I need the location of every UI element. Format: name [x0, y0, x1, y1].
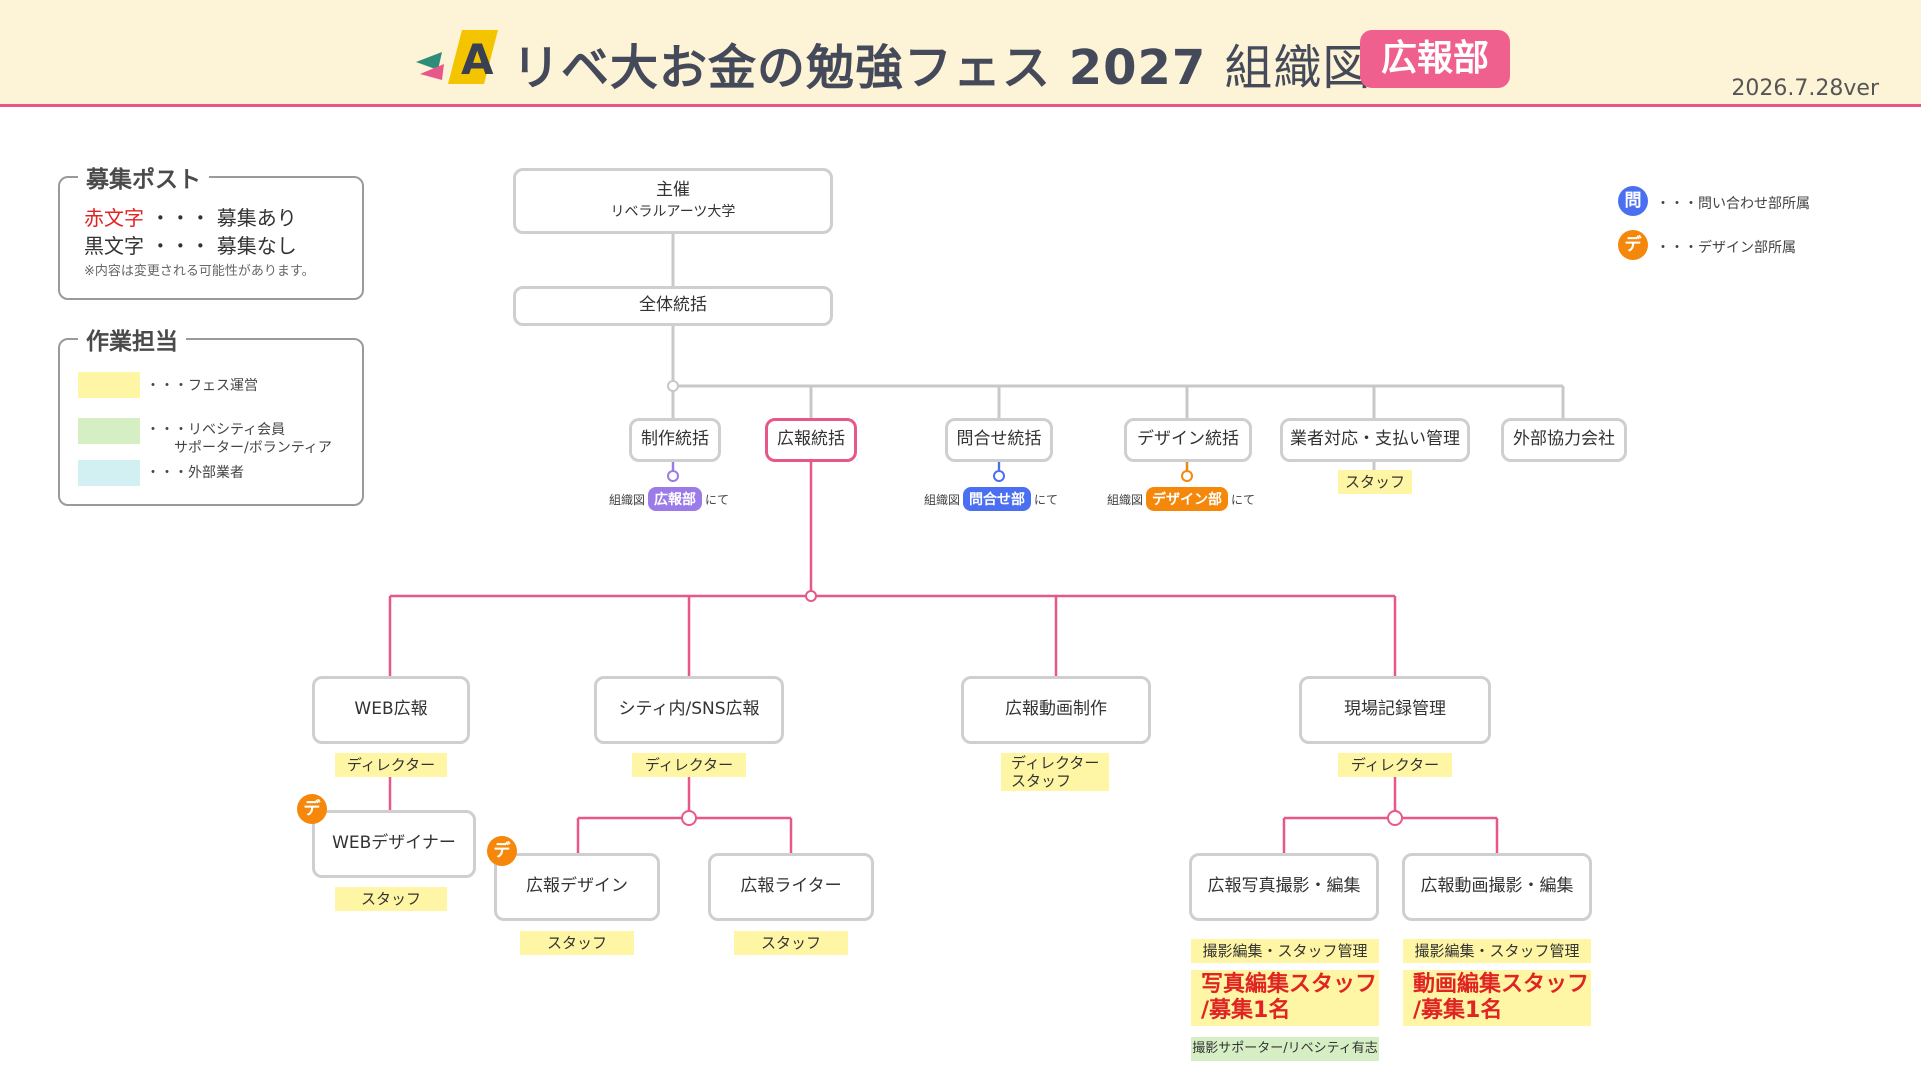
- city-director-tag: ディレクター: [632, 753, 746, 777]
- design-mark-icon: デ: [1618, 230, 1648, 260]
- node-pr-video: 広報動画制作: [961, 676, 1151, 744]
- video-roles-tag: ディレクター スタッフ: [1001, 753, 1109, 791]
- page-subtitle: 組織図: [1224, 40, 1372, 96]
- photo-recruit-count: /募集1名: [1201, 998, 1291, 1023]
- swatch-label-member: ・・・リベシティ会員 サポーター/ボランティア: [146, 422, 332, 456]
- movie-recruit-count: /募集1名: [1413, 998, 1503, 1023]
- node-web-designer: WEBデザイナー: [312, 810, 476, 878]
- vendor-staff-tag: スタッフ: [1338, 470, 1412, 494]
- node-inquiry: 問合せ統括: [945, 418, 1053, 462]
- black-text-label: 黒文字: [84, 234, 144, 258]
- swatch-external: [78, 460, 140, 486]
- movie-recruit-role: 動画編集スタッフ: [1413, 972, 1590, 997]
- photo-recruit-tag: 写真編集スタッフ /募集1名: [1191, 970, 1379, 1026]
- node-host: 主催 リベラルアーツ大学: [513, 168, 833, 234]
- node-web-pr: WEB広報: [312, 676, 470, 744]
- node-city-sns-pr: シティ内/SNS広報: [594, 676, 784, 744]
- host-title: 主催: [656, 180, 690, 201]
- design-mark-label: ・・・デザイン部所属: [1656, 240, 1796, 256]
- swatch-member: [78, 418, 140, 444]
- node-pr-photo: 広報写真撮影・編集: [1189, 853, 1379, 921]
- red-text-desc: ・・・ 募集あり: [150, 206, 297, 230]
- recruit-legend: 募集ポスト 赤文字 ・・・ 募集あり 黒文字 ・・・ 募集なし ※内容は変更され…: [58, 160, 364, 300]
- department-badge: 広報部: [1360, 30, 1510, 88]
- node-production: 制作統括: [629, 418, 721, 462]
- web-designer-design-mark-icon: デ: [297, 794, 327, 824]
- swatch-label-fest-staff: ・・・フェス運営: [146, 378, 258, 394]
- web-designer-staff-tag: スタッフ: [335, 887, 447, 911]
- node-pr-design: 広報デザイン: [494, 853, 660, 921]
- host-name: リベラルアーツ大学: [610, 204, 736, 221]
- svg-text:A: A: [461, 35, 494, 84]
- photo-mgmt-tag: 撮影編集・スタッフ管理: [1191, 939, 1379, 963]
- black-text-desc: ・・・ 募集なし: [150, 234, 297, 258]
- node-overall: 全体統括: [513, 286, 833, 326]
- node-vendor: 業者対応・支払い管理: [1280, 418, 1470, 462]
- swatch-label-external: ・・・外部業者: [146, 465, 244, 481]
- node-design: デザイン統括: [1124, 418, 1252, 462]
- work-legend-title: 作業担当: [78, 322, 186, 356]
- inquiry-mark-label: ・・・問い合わせ部所属: [1656, 196, 1810, 212]
- ref-production: 組織図広報部にて: [609, 487, 729, 511]
- web-director-tag: ディレクター: [335, 753, 447, 777]
- node-pr: 広報統括: [765, 418, 857, 462]
- movie-mgmt-tag: 撮影編集・スタッフ管理: [1403, 939, 1591, 963]
- photo-support-tag: 撮影サポーター/リベシティ有志: [1191, 1037, 1379, 1061]
- photo-recruit-role: 写真編集スタッフ: [1201, 972, 1378, 997]
- field-director-tag: ディレクター: [1338, 753, 1452, 777]
- version-label: 2026.7.28ver: [1731, 76, 1879, 101]
- red-text-label: 赤文字: [84, 206, 144, 230]
- legend-note: ※内容は変更される可能性があります。: [84, 264, 315, 279]
- ref-inquiry: 組織図問合せ部にて: [924, 487, 1058, 511]
- work-legend: 作業担当 ・・・フェス運営 ・・・リベシティ会員 サポーター/ボランティア ・・…: [58, 322, 364, 506]
- ref-design: 組織図デザイン部にて: [1107, 487, 1255, 511]
- inquiry-mark-icon: 問: [1618, 186, 1648, 216]
- node-external: 外部協力会社: [1501, 418, 1627, 462]
- node-pr-movie: 広報動画撮影・編集: [1402, 853, 1592, 921]
- movie-recruit-tag: 動画編集スタッフ /募集1名: [1403, 970, 1591, 1026]
- liberal-arts-logo-icon: A: [416, 30, 498, 84]
- pr-design-design-mark-icon: デ: [487, 836, 517, 866]
- pr-writer-staff-tag: スタッフ: [734, 931, 848, 955]
- swatch-fest-staff: [78, 372, 140, 398]
- recruit-legend-title: 募集ポスト: [78, 160, 209, 194]
- pr-design-staff-tag: スタッフ: [520, 931, 634, 955]
- node-field-record: 現場記録管理: [1299, 676, 1491, 744]
- node-pr-writer: 広報ライター: [708, 853, 874, 921]
